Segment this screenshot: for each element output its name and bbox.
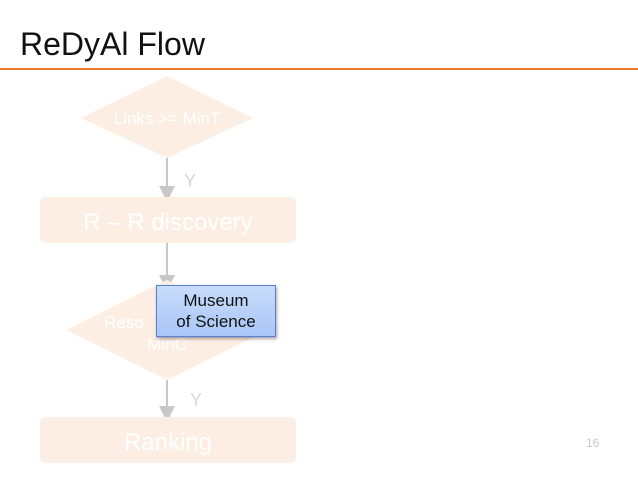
callout-line-2: of Science xyxy=(176,312,256,331)
decision-diamond-1 xyxy=(81,76,253,158)
decision-2-label-line1: Reso xyxy=(104,313,144,332)
decision-2-label-line2: MinC xyxy=(147,335,187,354)
process-2-label: Ranking xyxy=(124,429,212,456)
page-number: 16 xyxy=(586,436,600,450)
yes-label-1: Y xyxy=(184,171,196,191)
museum-callout: Museum of Science xyxy=(156,285,276,337)
process-1-label: R – R discovery xyxy=(83,209,252,236)
yes-label-2: Y xyxy=(190,390,202,410)
title-divider xyxy=(0,68,638,70)
process-box-2 xyxy=(40,417,296,463)
decision-1-label: Links >= MinT xyxy=(114,109,221,128)
callout-line-1: Museum xyxy=(183,291,249,310)
process-box-1 xyxy=(40,197,296,243)
slide-title: ReDyAl Flow xyxy=(20,26,205,62)
